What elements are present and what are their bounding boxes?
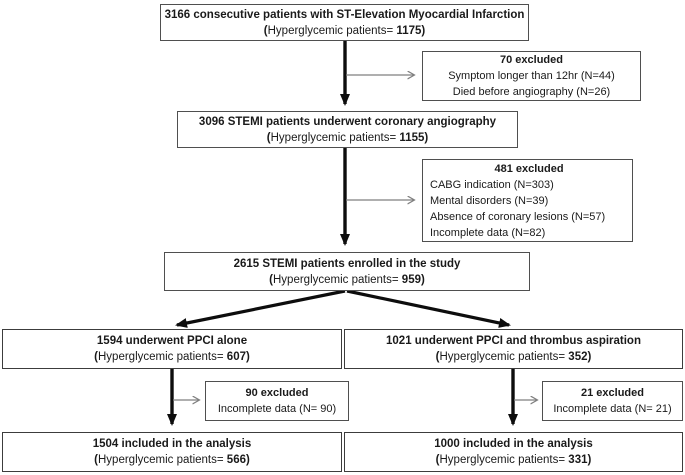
hyperglycemic-value: 566) — [223, 454, 250, 466]
box-title: 1594 underwent PPCI alone — [96, 335, 248, 347]
paren-open: ( — [435, 454, 440, 466]
exclusion-reason: Symptom longer than 12hr (N=44) — [448, 70, 615, 82]
exclusion-reason: Absence of coronary lesions (N=57) — [430, 210, 606, 223]
box-title: 3096 STEMI patients underwent coronary a… — [198, 115, 497, 128]
paren-open: ( — [435, 351, 440, 363]
hyperglycemic-label: Hyperglycemic patients= — [267, 24, 394, 37]
flow-box-enrolled: 2615 STEMI patients enrolled in the stud… — [164, 252, 530, 291]
exclusion-reason: Incomplete data (N=82) — [430, 226, 546, 239]
exclusion-reason: Died before angiography (N=26) — [452, 86, 611, 98]
flow-box-excluded-21: 21 excluded Incomplete data (N= 21) — [542, 381, 683, 421]
hyperglycemic-label: Hyperglycemic patients= — [98, 454, 224, 466]
flow-box-excluded-481: 481 excluded CABG indication (N=303) Men… — [422, 159, 633, 242]
box-subtitle: (Hyperglycemic patients= 352) — [436, 349, 592, 365]
hyperglycemic-value: 352) — [565, 351, 592, 363]
flow-box-final-left: 1504 included in the analysis (Hyperglyc… — [2, 432, 342, 472]
box-title: 90 excluded — [245, 387, 309, 399]
arrow-enrolled-to-ppci-alone — [175, 289, 346, 328]
hyperglycemic-value: 1175) — [393, 24, 426, 37]
paren-open: ( — [266, 131, 271, 144]
hyperglycemic-value: 959) — [398, 273, 425, 286]
box-subtitle: (Hyperglycemic patients= 566) — [94, 452, 250, 468]
paren-open: ( — [269, 273, 273, 286]
paren-open: ( — [263, 24, 268, 37]
flow-box-ppci-aspiration: 1021 underwent PPCI and thrombus aspirat… — [344, 329, 683, 369]
box-title: 70 excluded — [500, 54, 563, 66]
arrow-enrolled-to-ppci-aspiration — [346, 289, 511, 328]
hyperglycemic-value: 607) — [223, 351, 250, 363]
box-title: 2615 STEMI patients enrolled in the stud… — [233, 257, 461, 270]
box-subtitle: (Hyperglycemic patients= 1155) — [267, 130, 428, 146]
box-subtitle: (Hyperglycemic patients= 1175) — [264, 23, 425, 39]
flow-box-final-right: 1000 included in the analysis (Hyperglyc… — [344, 432, 683, 472]
flow-box-top: 3166 consecutive patients with ST-Elevat… — [160, 4, 529, 41]
flow-box-ppci-alone: 1594 underwent PPCI alone (Hyperglycemic… — [2, 329, 342, 369]
box-title: 1504 included in the analysis — [92, 438, 252, 450]
exclusion-reason: CABG indication (N=303) — [430, 178, 554, 191]
hyperglycemic-label: Hyperglycemic patients= — [273, 273, 399, 286]
flow-box-excluded-90: 90 excluded Incomplete data (N= 90) — [205, 381, 349, 421]
paren-open: ( — [94, 454, 98, 466]
hyperglycemic-label: Hyperglycemic patients= — [439, 454, 566, 466]
box-title: 21 excluded — [581, 387, 644, 399]
paren-open: ( — [94, 351, 98, 363]
flow-box-angiography: 3096 STEMI patients underwent coronary a… — [177, 111, 518, 148]
exclusion-reason: Incomplete data (N= 21) — [553, 403, 672, 415]
hyperglycemic-label: Hyperglycemic patients= — [98, 351, 224, 363]
exclusion-reason: Incomplete data (N= 90) — [217, 403, 337, 415]
box-title: 1000 included in the analysis — [434, 438, 593, 450]
box-subtitle: (Hyperglycemic patients= 959) — [269, 272, 425, 288]
box-subtitle: (Hyperglycemic patients= 331) — [436, 452, 592, 468]
hyperglycemic-label: Hyperglycemic patients= — [439, 351, 566, 363]
flow-box-excluded-70: 70 excluded Symptom longer than 12hr (N=… — [422, 51, 641, 101]
hyperglycemic-value: 1155) — [396, 131, 429, 144]
hyperglycemic-value: 331) — [565, 454, 592, 466]
hyperglycemic-label: Hyperglycemic patients= — [270, 131, 397, 144]
box-title: 3166 consecutive patients with ST-Elevat… — [164, 8, 525, 21]
box-subtitle: (Hyperglycemic patients= 607) — [94, 349, 250, 365]
exclusion-reason: Mental disorders (N=39) — [430, 194, 549, 207]
box-title: 481 excluded — [494, 162, 564, 175]
box-title: 1021 underwent PPCI and thrombus aspirat… — [386, 335, 641, 347]
